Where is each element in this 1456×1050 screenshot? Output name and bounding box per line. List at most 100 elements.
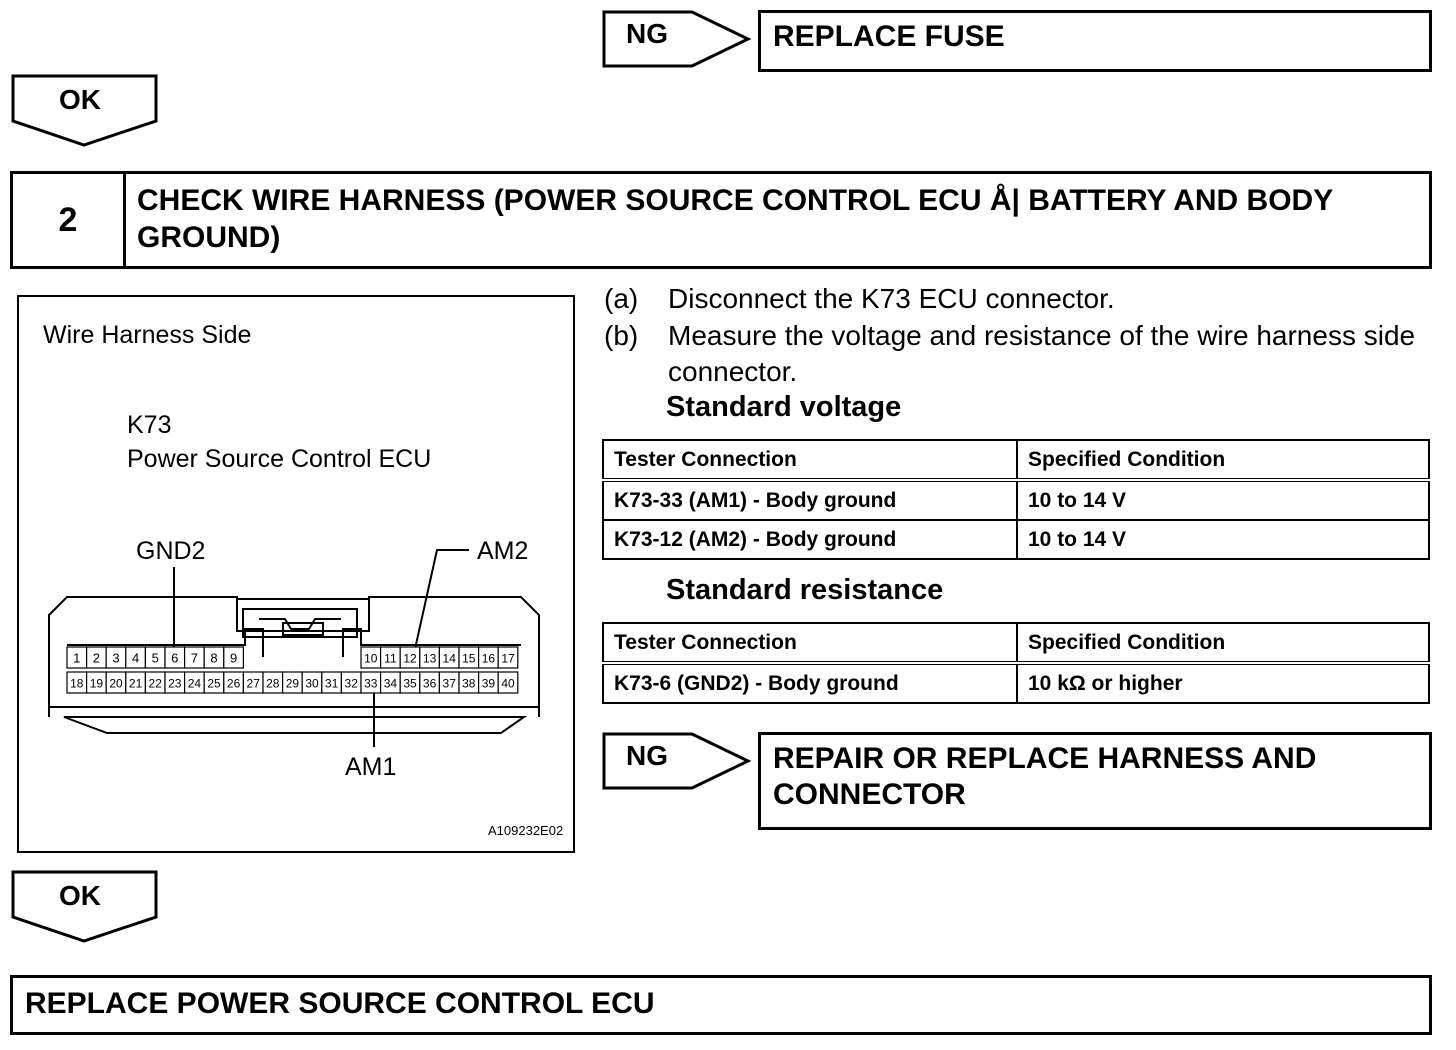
pin-number: 36: [423, 677, 437, 691]
pin-17: 17: [497, 646, 519, 669]
voltage-table: Tester Connection Specified Condition K7…: [602, 439, 1430, 560]
table-header-cell: Specified Condition: [1016, 622, 1430, 665]
ok-tag-top: OK: [11, 74, 159, 148]
ng-arrow-icon: [602, 732, 752, 790]
pin-number: 40: [501, 677, 515, 691]
pin-29: 29: [282, 671, 303, 694]
pin-4: 4: [125, 646, 147, 669]
instruction-a: (a) Disconnect the K73 ECU connector.: [604, 281, 1434, 321]
figure-code: A109232E02: [488, 823, 564, 838]
table-cell: K73-33 (AM1) - Body ground: [602, 479, 1018, 521]
pin-2: 2: [85, 646, 107, 669]
ng-label: NG: [626, 740, 668, 771]
pin-21: 21: [125, 671, 147, 694]
resistance-table: Tester Connection Specified Condition K7…: [602, 622, 1430, 704]
pin-number: 19: [90, 677, 104, 691]
result-box-repair-harness: REPAIR OR REPLACE HARNESS AND CONNECTOR: [758, 732, 1432, 830]
pin-number: 35: [403, 677, 417, 691]
pin-40: 40: [497, 671, 519, 694]
pin-number: 4: [132, 651, 139, 666]
pin-7: 7: [184, 646, 205, 669]
resistance-title: Standard resistance: [666, 574, 944, 606]
pin-16: 16: [478, 646, 499, 669]
pin-3: 3: [105, 646, 127, 669]
pin-number: 16: [482, 652, 496, 666]
result-text: REPLACE FUSE: [773, 20, 1005, 53]
pin-number: 20: [109, 677, 123, 691]
pin-number: 12: [403, 652, 417, 666]
pin-number: 31: [325, 677, 339, 691]
pin-number: 24: [188, 677, 202, 691]
ng-label: NG: [626, 18, 668, 49]
final-action-text: REPLACE POWER SOURCE CONTROL ECU: [25, 987, 655, 1020]
pin-32: 32: [340, 671, 362, 694]
instruction-mark: (a): [604, 283, 639, 314]
pin-number: 9: [230, 651, 237, 666]
pin-number: 1: [73, 651, 80, 666]
table-row: K73-33 (AM1) - Body ground 10 to 14 V: [602, 479, 1430, 521]
pin-number: 38: [462, 677, 476, 691]
pin-number: 8: [210, 651, 217, 666]
ng-tag-mid: NG: [602, 732, 752, 790]
pin-number: 39: [482, 677, 496, 691]
pin-30: 30: [301, 671, 323, 694]
pin-24: 24: [184, 671, 205, 694]
step-title: CHECK WIRE HARNESS (POWER SOURCE CONTROL…: [137, 184, 1333, 254]
pin-number: 6: [171, 651, 178, 666]
pin-13: 13: [419, 646, 440, 669]
pin-35: 35: [399, 671, 421, 694]
pin-number: 15: [462, 652, 476, 666]
label-am2: AM2: [477, 537, 529, 565]
pin-8: 8: [203, 646, 225, 669]
ok-label: OK: [59, 84, 101, 115]
pin-number: 14: [443, 652, 457, 666]
pin-9: 9: [223, 646, 245, 669]
table-cell: 10 kΩ or higher: [1016, 662, 1430, 704]
instruction-text: Disconnect the K73 ECU connector.: [668, 283, 1115, 314]
step-number: 2: [13, 174, 126, 266]
table-row: K73-12 (AM2) - Body ground 10 to 14 V: [602, 519, 1430, 560]
pin-number: 13: [423, 652, 437, 666]
pin-number: 34: [384, 677, 398, 691]
result-box-replace-fuse: REPLACE FUSE: [758, 10, 1432, 72]
ok-tag-bottom: OK: [11, 870, 159, 944]
step-header: 2 CHECK WIRE HARNESS (POWER SOURCE CONTR…: [10, 171, 1432, 269]
pin-27: 27: [242, 671, 264, 694]
pin-number: 33: [364, 677, 378, 691]
pin-number: 37: [443, 677, 457, 691]
pin-number: 32: [345, 677, 359, 691]
pin-34: 34: [380, 671, 401, 694]
pin-number: 23: [168, 677, 182, 691]
pin-number: 22: [149, 677, 163, 691]
pin-5: 5: [144, 646, 166, 669]
table-cell: 10 to 14 V: [1016, 519, 1430, 560]
pin-number: 27: [247, 677, 261, 691]
instruction-mark: (b): [604, 320, 639, 351]
pin-number: 5: [152, 651, 159, 666]
pin-number: 21: [129, 677, 143, 691]
label-am1: AM1: [345, 753, 397, 781]
pin-25: 25: [203, 671, 225, 694]
pin-19: 19: [85, 671, 107, 694]
pin-number: 7: [191, 651, 198, 666]
pin-number: 17: [501, 652, 515, 666]
pin-31: 31: [321, 671, 342, 694]
figure-header: Wire Harness Side: [43, 321, 252, 349]
pin-14: 14: [438, 646, 460, 669]
final-action-box: REPLACE POWER SOURCE CONTROL ECU: [10, 975, 1432, 1035]
connector-figure: Wire Harness Side K73 Power Source Contr…: [17, 295, 575, 853]
pin-18: 18: [66, 671, 88, 694]
pin-12: 12: [399, 646, 421, 669]
pin-26: 26: [223, 671, 245, 694]
table-cell: K73-6 (GND2) - Body ground: [602, 662, 1018, 704]
table-header-cell: Specified Condition: [1016, 439, 1430, 482]
label-gnd2: GND2: [136, 537, 206, 565]
pin-number: 18: [70, 677, 84, 691]
ok-down-arrow-icon: [11, 74, 158, 147]
table-header-row: Tester Connection Specified Condition: [602, 439, 1430, 482]
table-header-cell: Tester Connection: [602, 439, 1018, 482]
pin-number: 29: [286, 677, 300, 691]
pin-1: 1: [66, 646, 88, 669]
ok-down-arrow-icon: [11, 870, 158, 943]
